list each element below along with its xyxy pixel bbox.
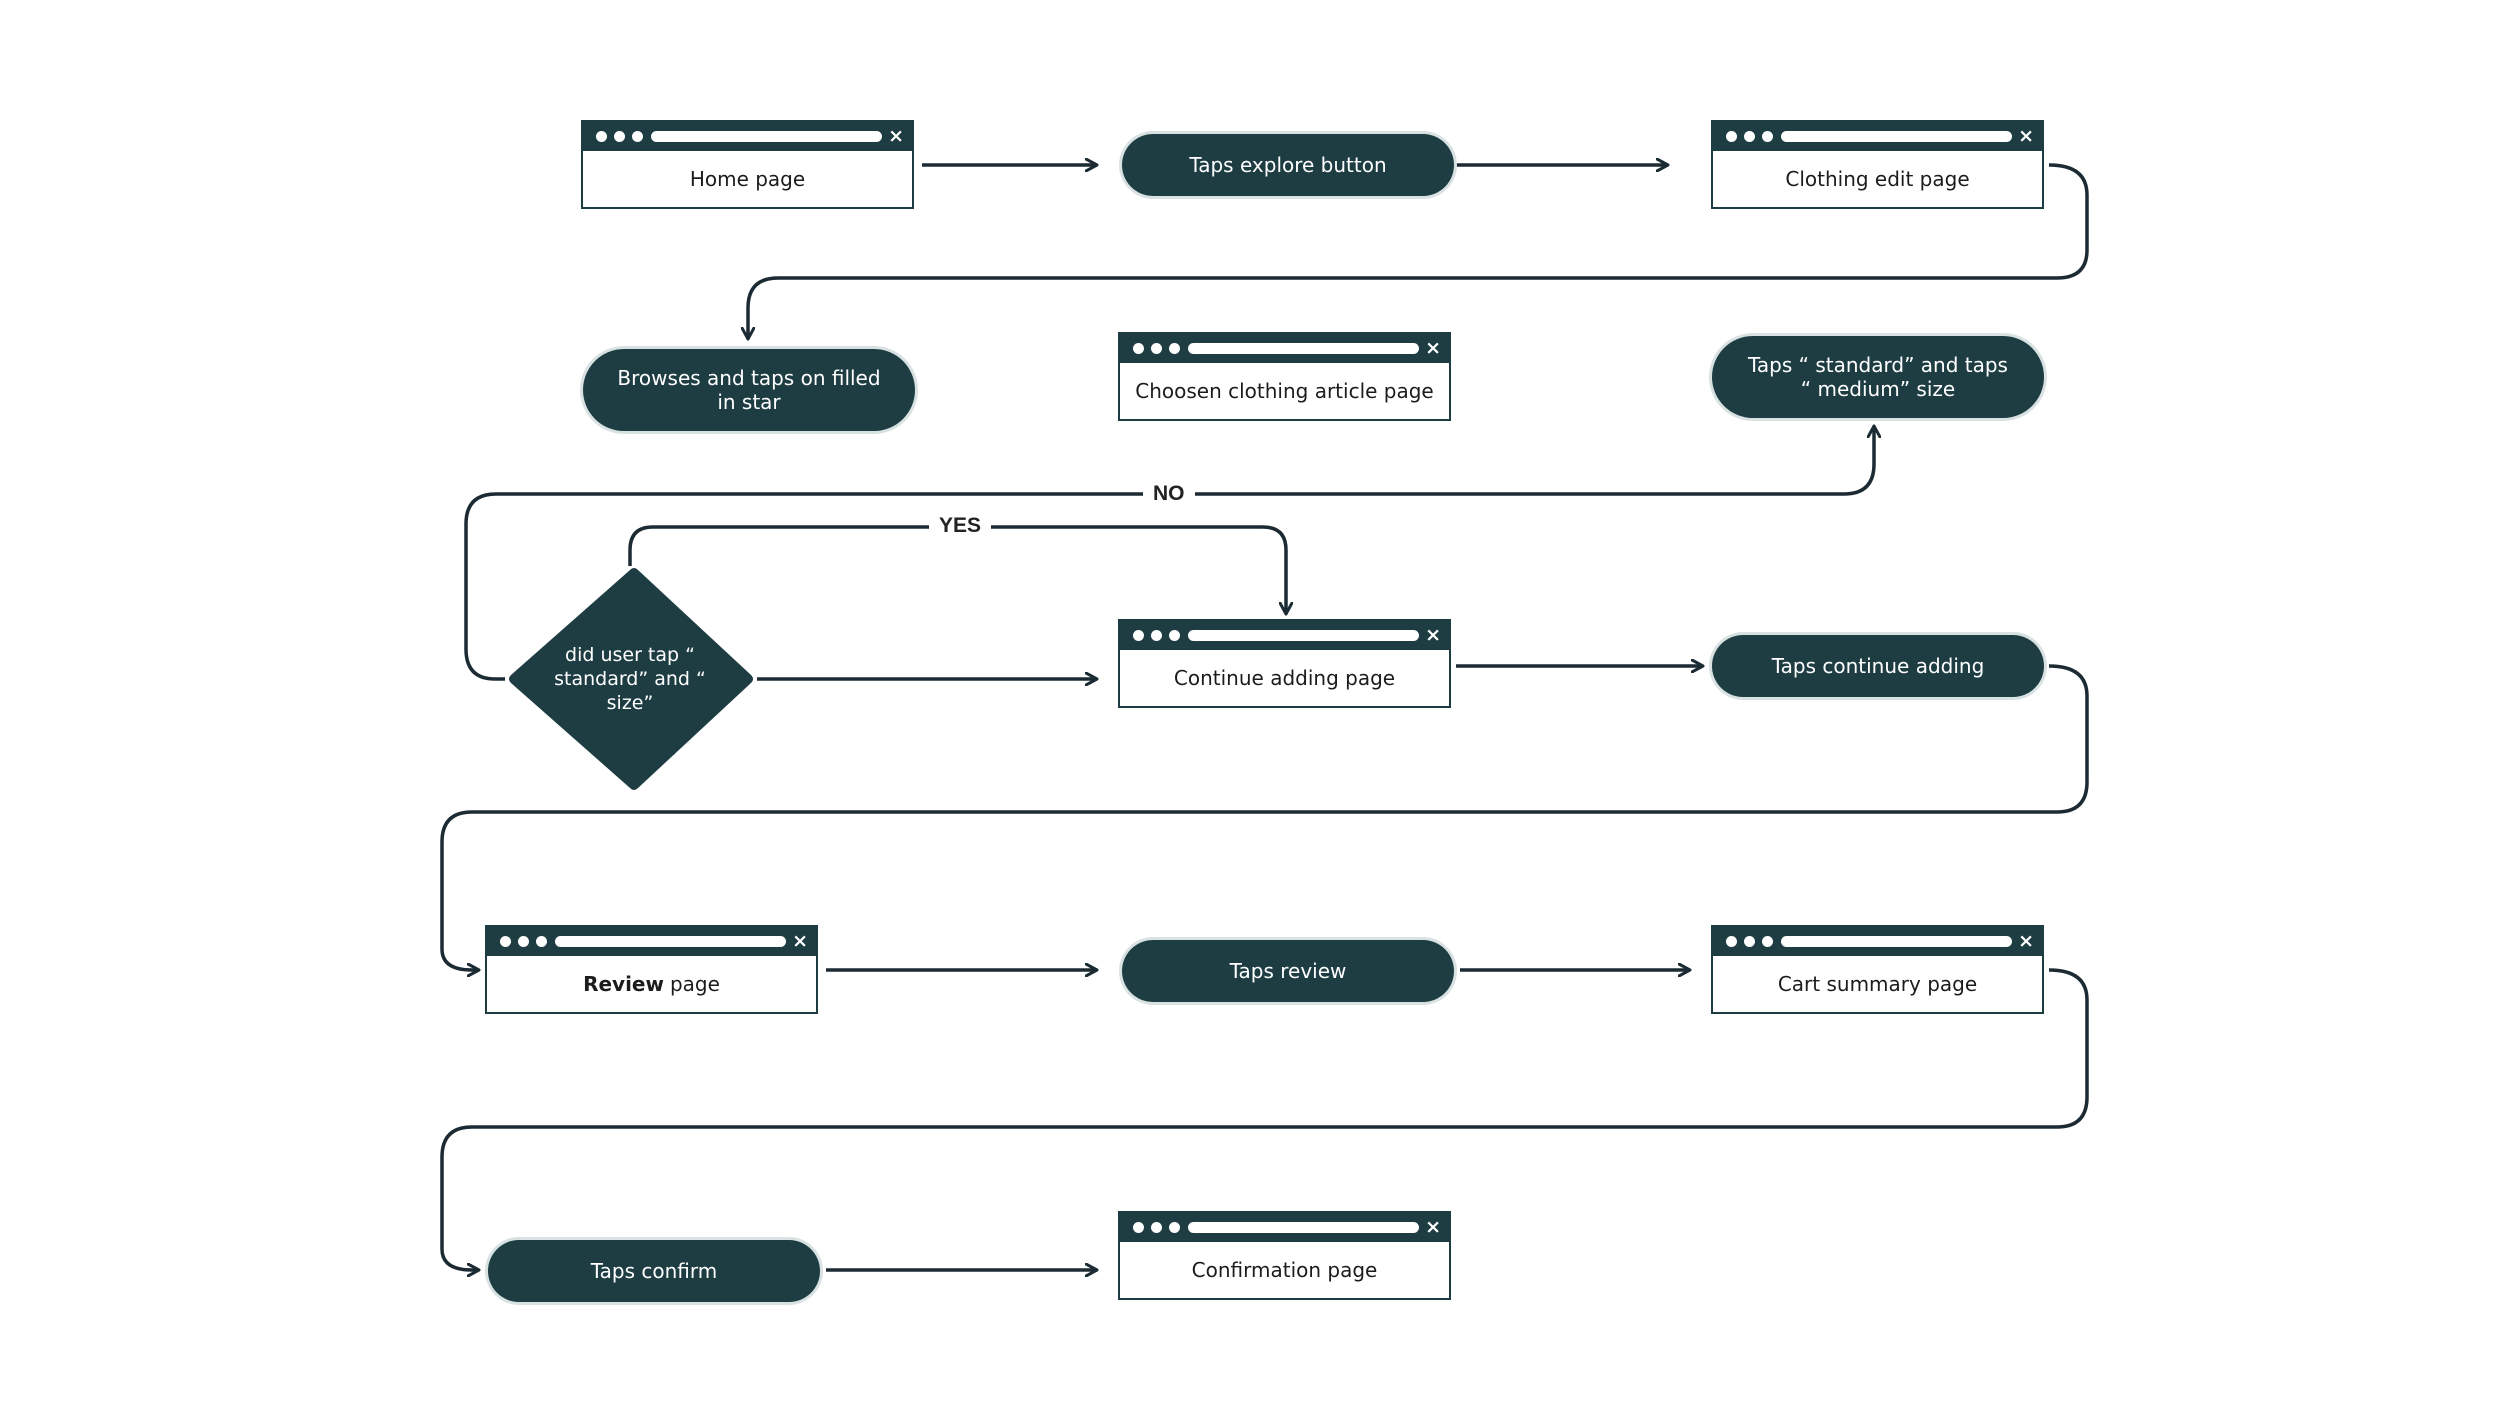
close-icon: × bbox=[1425, 624, 1441, 646]
diamond-shape bbox=[509, 568, 753, 790]
address-bar bbox=[1188, 1222, 1419, 1233]
close-icon: × bbox=[888, 125, 904, 147]
window-dot-icon bbox=[1151, 630, 1162, 641]
close-icon: × bbox=[2018, 930, 2034, 952]
node-label: Clothing edit page bbox=[1785, 167, 1970, 191]
window-dot-icon bbox=[1169, 343, 1180, 354]
window-dot-icon bbox=[1762, 131, 1773, 142]
review-bold-label: Review bbox=[583, 972, 664, 996]
window-dot-icon bbox=[596, 131, 607, 142]
window-dot-icon bbox=[1133, 630, 1144, 641]
taps-standard-medium-node: Taps “ standard” and taps “ medium” size bbox=[1712, 336, 2044, 418]
address-bar bbox=[1188, 630, 1419, 641]
window-dot-icon bbox=[1726, 131, 1737, 142]
node-label: Confirmation page bbox=[1191, 1258, 1378, 1282]
arrow-taps-continue-to-review bbox=[440, 664, 2089, 970]
node-label: Cart summary page bbox=[1777, 972, 1978, 996]
address-bar bbox=[555, 936, 786, 947]
window-dot-icon bbox=[1744, 936, 1755, 947]
edge-label-no: NO bbox=[1143, 482, 1195, 506]
node-label: Home page bbox=[689, 167, 806, 191]
node-label: Continue adding page bbox=[1173, 666, 1396, 690]
close-icon: × bbox=[1425, 337, 1441, 359]
taps-confirm-node: Taps confirm bbox=[488, 1240, 820, 1302]
window-dot-icon bbox=[1726, 936, 1737, 947]
address-bar bbox=[1781, 936, 2012, 947]
arrow-clothing-edit-to-browses bbox=[748, 163, 2089, 339]
close-icon: × bbox=[792, 930, 808, 952]
window-dot-icon bbox=[1151, 343, 1162, 354]
review-rest-label: page bbox=[669, 972, 720, 996]
window-dot-icon bbox=[1133, 343, 1144, 354]
window-dot-icon bbox=[1169, 630, 1180, 641]
taps-review-node: Taps review bbox=[1122, 940, 1454, 1002]
node-label: Choosen clothing article page bbox=[1135, 379, 1434, 403]
window-dot-icon bbox=[536, 936, 547, 947]
edge-label-yes: YES bbox=[929, 514, 992, 538]
arrow-no-to-standard-medium bbox=[464, 426, 1874, 681]
close-icon: × bbox=[1425, 1216, 1441, 1238]
home-page-node: × Home page bbox=[581, 120, 914, 209]
window-dot-icon bbox=[518, 936, 529, 947]
window-dot-icon bbox=[614, 131, 625, 142]
taps-explore-node: Taps explore button bbox=[1122, 134, 1454, 196]
close-icon: × bbox=[2018, 125, 2034, 147]
choosen-article-node: × Choosen clothing article page bbox=[1118, 332, 1451, 421]
clothing-edit-node: × Clothing edit page bbox=[1711, 120, 2044, 209]
decision-node: did user tap “ standard” and “ size” bbox=[505, 566, 755, 792]
window-dot-icon bbox=[500, 936, 511, 947]
address-bar bbox=[651, 131, 882, 142]
window-dot-icon bbox=[1169, 1222, 1180, 1233]
taps-continue-adding-node: Taps continue adding bbox=[1712, 635, 2044, 697]
continue-adding-page-node: × Continue adding page bbox=[1118, 619, 1451, 708]
arrow-cart-to-taps-confirm bbox=[440, 968, 2089, 1270]
cart-summary-node: × Cart summary page bbox=[1711, 925, 2044, 1014]
window-dot-icon bbox=[1151, 1222, 1162, 1233]
browses-star-node: Browses and taps on filled in star bbox=[583, 349, 915, 431]
decision-label: did user tap “ standard” and “ size” bbox=[554, 644, 706, 714]
window-dot-icon bbox=[1133, 1222, 1144, 1233]
address-bar bbox=[1781, 131, 2012, 142]
window-dot-icon bbox=[1762, 936, 1773, 947]
review-page-node: × Review page bbox=[485, 925, 818, 1014]
confirmation-page-node: × Confirmation page bbox=[1118, 1211, 1451, 1300]
window-dot-icon bbox=[632, 131, 643, 142]
node-label: Review page bbox=[487, 956, 816, 1012]
address-bar bbox=[1188, 343, 1419, 354]
window-dot-icon bbox=[1744, 131, 1755, 142]
